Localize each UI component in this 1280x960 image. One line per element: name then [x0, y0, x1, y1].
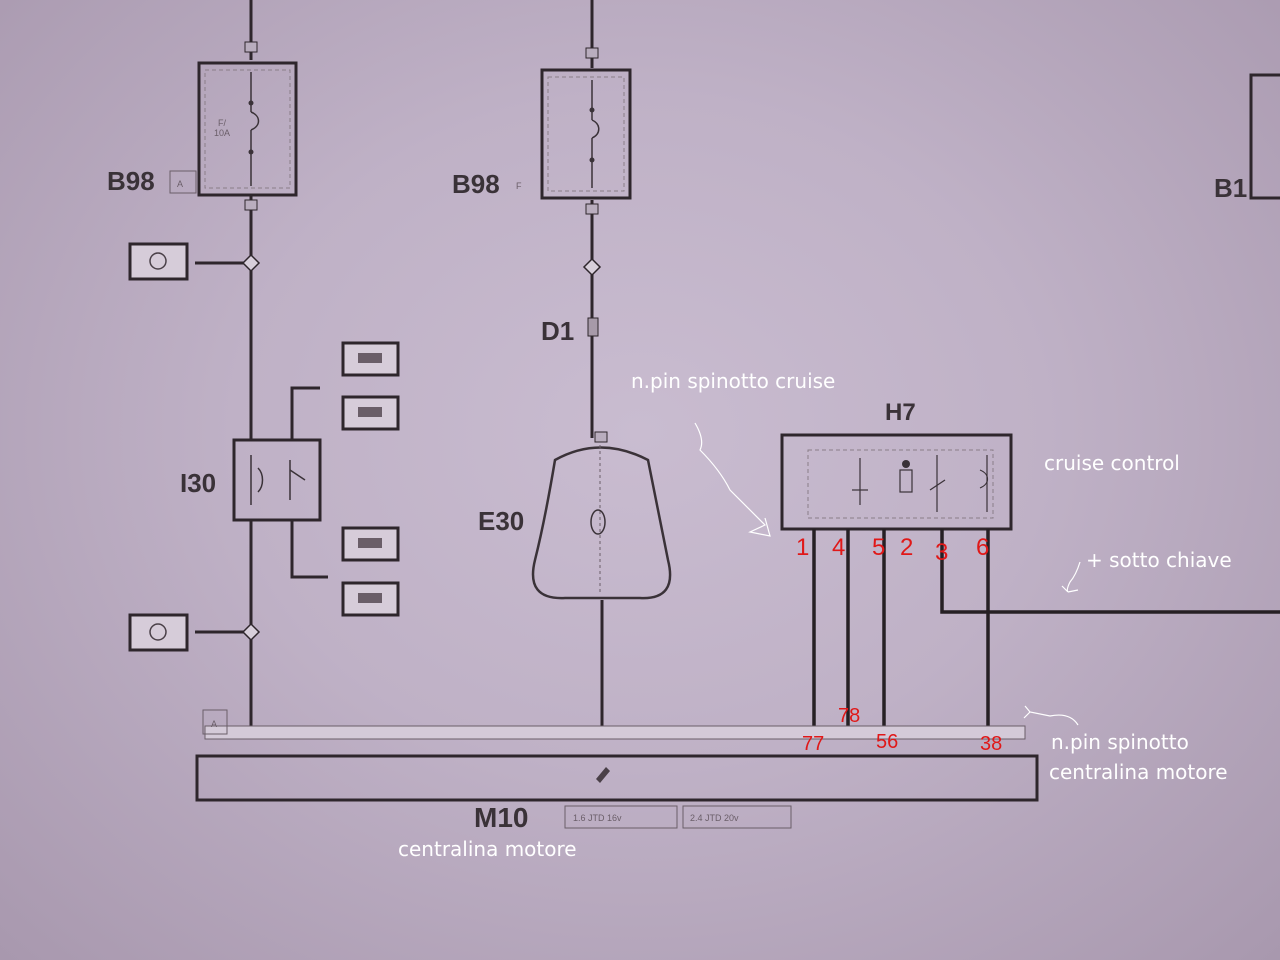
- m10-connector-strip: [202, 709, 1026, 740]
- i30-switch-symbol: [232, 386, 328, 579]
- cruise-pin: 4: [832, 534, 845, 561]
- b1-label: B1: [1214, 173, 1247, 203]
- ignition-feed-note: + sotto chiave: [1086, 548, 1232, 572]
- m10-variant-box-1: [564, 805, 678, 829]
- d1-label: D1: [541, 316, 574, 346]
- wire-middle-column: [582, 0, 608, 738]
- cruise-pin-note: n.pin spinotto cruise: [631, 369, 835, 393]
- ecu-pin: 78: [838, 705, 860, 727]
- b98-left-fuse: F/ 10A: [197, 61, 298, 197]
- svg-text:F/: F/: [218, 118, 226, 128]
- h7-module: [780, 433, 1013, 531]
- b1-box: [1249, 73, 1280, 200]
- b98-right-fuse: [540, 68, 632, 200]
- wire-left-column: [195, 0, 261, 738]
- b98-left-tag-box: [169, 170, 197, 194]
- m10-label: M10: [474, 802, 528, 833]
- b98-left-label: B98: [107, 166, 155, 196]
- cruise-pin: 3: [935, 539, 948, 566]
- cruise-pin: 6: [976, 534, 989, 561]
- cruise-pin: 5: [872, 534, 885, 561]
- ecu-pin: 56: [876, 731, 898, 753]
- annotation-arrows: [694, 422, 1081, 726]
- cruise-pin: 2: [900, 534, 913, 561]
- i30-label: I30: [180, 468, 216, 498]
- b98-right-label: B98: [452, 169, 500, 199]
- ecu-pin-note-line1: n.pin spinotto: [1051, 730, 1189, 754]
- m10-connector-tag: A: [211, 719, 217, 729]
- cruise-pin-numbers: 1 4 5 2 3 6: [796, 534, 989, 566]
- ecu-pin-note-line2: centralina motore: [1049, 760, 1228, 784]
- svg-text:10A: 10A: [214, 128, 230, 138]
- e30-label: E30: [478, 506, 524, 536]
- h7-label: H7: [885, 399, 916, 426]
- ecu-pin: 38: [980, 733, 1002, 755]
- ecu-pin-numbers: 77 78 56 38: [802, 705, 1002, 755]
- b98-left-tag: A: [177, 179, 183, 189]
- ecu-name-note: centralina motore: [398, 837, 577, 861]
- b98-right-tag: F: [516, 181, 522, 191]
- cruise-control-note: cruise control: [1044, 451, 1180, 475]
- m10-variant-1: 1.6 JTD 16v: [573, 813, 622, 823]
- e30-symbol: [531, 445, 672, 600]
- m10-variant-2: 2.4 JTD 20v: [690, 813, 739, 823]
- i30-icon-boxes: [341, 341, 400, 617]
- ecu-pin: 77: [802, 733, 824, 755]
- cruise-pin: 1: [796, 534, 809, 561]
- m10-variant-box-2: [682, 805, 792, 829]
- left-ground-boxes: [128, 242, 189, 652]
- h7-wires: [812, 529, 1280, 726]
- m10-ecu-box: [195, 754, 1039, 802]
